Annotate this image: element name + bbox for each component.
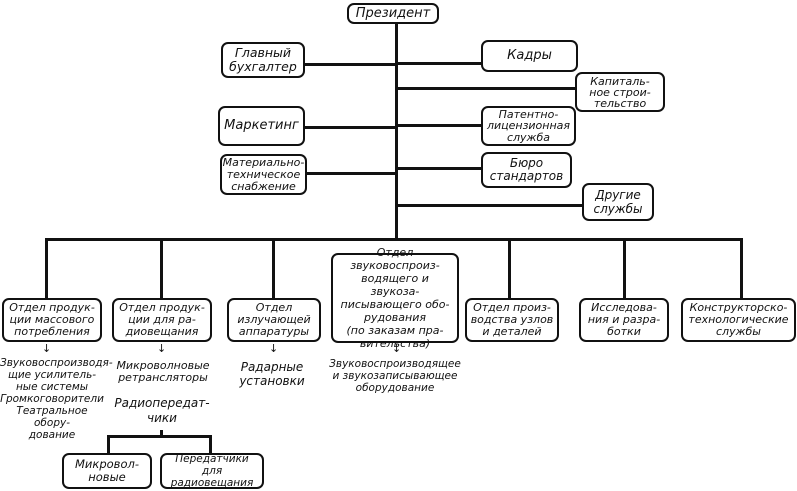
units-and-parts-department-node: Отдел произ- водства узлов и деталей bbox=[465, 298, 559, 342]
material-supply-node: Материально- техническое снабжение bbox=[220, 154, 307, 195]
connector bbox=[45, 238, 742, 241]
radio-products-list: Микроволновые ретрансляторы bbox=[116, 359, 210, 384]
arrow-down-icon: ↓ bbox=[42, 342, 52, 355]
connector bbox=[623, 238, 626, 300]
connector bbox=[209, 435, 212, 455]
connector bbox=[45, 238, 48, 300]
chief-accountant-node: Главный бухгалтер bbox=[221, 42, 305, 78]
sound-products-list: Звуковоспроизводящее и звукозаписывающее… bbox=[329, 358, 461, 394]
radar-products-label: Радарные установки bbox=[239, 360, 305, 388]
arrow-down-icon: ↓ bbox=[392, 342, 402, 355]
connector bbox=[398, 167, 482, 170]
other-services-node: Другие службы bbox=[582, 183, 654, 221]
connector bbox=[398, 62, 482, 65]
arrow-down-icon: ↓ bbox=[157, 342, 167, 355]
broadcast-transmitters-node: Передатчики для радиовещания bbox=[160, 453, 264, 489]
mass-products-list: Звуковоспроизводя- щие усилитель- ные си… bbox=[0, 357, 113, 441]
marketing-node: Маркетинг bbox=[218, 106, 305, 146]
design-technology-services-node: Конструкторско- технологические службы bbox=[681, 298, 796, 342]
connector bbox=[398, 204, 582, 207]
connector bbox=[398, 124, 482, 127]
arrow-down-icon: ↓ bbox=[269, 342, 279, 355]
microwave-transmitters-node: Микровол- новые bbox=[62, 453, 152, 489]
sound-equipment-department-node: Отдел звуковоспроиз- водящего и звукоза-… bbox=[331, 246, 459, 350]
radio-broadcast-department-node: Отдел продук- ции для ра- диовещания bbox=[112, 298, 212, 342]
patent-license-node: Патентно- лицензионная служба bbox=[481, 106, 576, 146]
connector bbox=[508, 238, 511, 300]
connector bbox=[303, 126, 395, 129]
standards-bureau-node: Бюро стандартов bbox=[481, 152, 572, 188]
connector bbox=[740, 238, 743, 300]
connector bbox=[398, 87, 576, 90]
connector bbox=[395, 22, 398, 240]
capital-construction-node: Капиталь- ное строи- тельство bbox=[575, 72, 665, 112]
personnel-node: Кадры bbox=[481, 40, 578, 72]
connector bbox=[107, 435, 110, 455]
emitting-equipment-department-node: Отдел излучающей аппаратуры bbox=[227, 298, 321, 342]
connector bbox=[303, 63, 395, 66]
connector bbox=[160, 238, 163, 300]
research-and-development-node: Исследова- ния и разра- ботки bbox=[579, 298, 669, 342]
radio-transmitters-label: Радиопередат- чики bbox=[114, 396, 210, 425]
connector bbox=[160, 430, 163, 436]
connector bbox=[272, 238, 275, 300]
connector bbox=[305, 172, 395, 175]
president-node: Президент bbox=[347, 3, 439, 24]
mass-products-department-node: Отдел продук- ции массового потребления bbox=[2, 298, 102, 342]
connector bbox=[107, 435, 212, 438]
